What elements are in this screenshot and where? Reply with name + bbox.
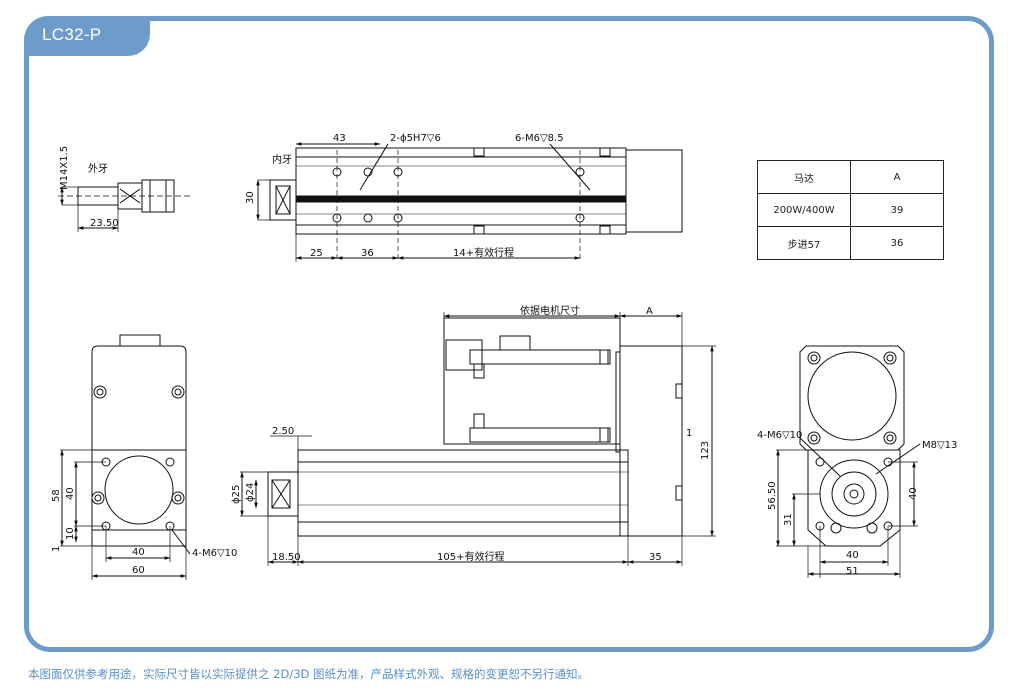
dim-10: 10 bbox=[65, 527, 76, 540]
end-view-left bbox=[60, 334, 191, 580]
dim-123: 123 bbox=[700, 441, 711, 460]
dim-40-br: 40 bbox=[846, 550, 859, 561]
motor-size-label: 依据电机尺寸 bbox=[520, 304, 580, 317]
technical-drawing: M14X1.5 外牙 23.50 内牙 43 2-ϕ5H7▽6 6-M6▽8.5… bbox=[51, 133, 957, 580]
int-thread-label: 内牙 bbox=[272, 153, 292, 166]
table-cell: 36 bbox=[850, 226, 944, 260]
hole-6-label: 6-M6▽8.5 bbox=[515, 133, 564, 144]
dim-51: 51 bbox=[846, 566, 859, 577]
dim-2-50: 2.50 bbox=[272, 426, 294, 437]
hole-2-label: 2-ϕ5H7▽6 bbox=[390, 133, 441, 144]
model-tab bbox=[24, 16, 150, 56]
table-header-cell: A bbox=[850, 160, 944, 194]
model-title: LC32-P bbox=[42, 25, 102, 44]
dim-phi24: ϕ24 bbox=[245, 483, 256, 502]
thread-spec-label: M14X1.5 bbox=[59, 146, 70, 190]
ext-thread-label: 外牙 bbox=[88, 163, 108, 175]
top-view bbox=[256, 142, 683, 262]
m6-left-label: 4-M6▽10 bbox=[192, 548, 237, 559]
dim-A: A bbox=[646, 306, 653, 317]
dim-58: 58 bbox=[51, 489, 62, 502]
stroke-14-label: 14+有效行程 bbox=[453, 246, 514, 259]
stroke-105-label: 105+有效行程 bbox=[437, 550, 504, 563]
dim-25: 25 bbox=[310, 248, 323, 259]
dim-60: 60 bbox=[132, 565, 145, 576]
dim-1-right: 1 bbox=[686, 428, 692, 439]
dim-36: 36 bbox=[361, 248, 374, 259]
table-cell: 步进57 bbox=[757, 226, 851, 260]
dim-35: 35 bbox=[649, 552, 662, 563]
dim-23-50: 23.50 bbox=[90, 218, 119, 229]
table-header-cell: 马达 bbox=[757, 160, 851, 194]
table-header-row: 马达 A bbox=[757, 160, 944, 194]
thread-adapter-view bbox=[58, 179, 190, 232]
table-row: 200W/400W 39 bbox=[757, 193, 944, 227]
table-cell: 200W/400W bbox=[757, 193, 851, 227]
m6-right-label: 4-M6▽10 bbox=[757, 430, 802, 441]
table-row: 步进57 36 bbox=[757, 226, 944, 260]
dim-40-bottom: 40 bbox=[132, 547, 145, 558]
dim-30: 30 bbox=[245, 191, 256, 204]
dim-40-right: 40 bbox=[908, 487, 919, 500]
table-cell: 39 bbox=[850, 193, 944, 227]
footer-note: 本图面仅供参考用途，实际尺寸皆以实际提供之 2D/3D 图纸为准，产品样式外观、… bbox=[28, 667, 590, 681]
dim-31: 31 bbox=[783, 513, 794, 526]
side-view bbox=[240, 312, 716, 566]
dim-56-50: 56.50 bbox=[767, 481, 778, 510]
dim-1-left: 1 bbox=[51, 546, 62, 552]
dim-phi25: ϕ25 bbox=[231, 485, 242, 504]
m8-label: M8▽13 bbox=[922, 440, 957, 451]
dim-43: 43 bbox=[333, 133, 346, 144]
motor-table: 马达 A 200W/400W 39 步进57 36 bbox=[757, 160, 944, 260]
motor-end-view bbox=[776, 345, 921, 578]
dim-40-left: 40 bbox=[65, 487, 76, 500]
dim-18-50: 18.50 bbox=[272, 552, 301, 563]
